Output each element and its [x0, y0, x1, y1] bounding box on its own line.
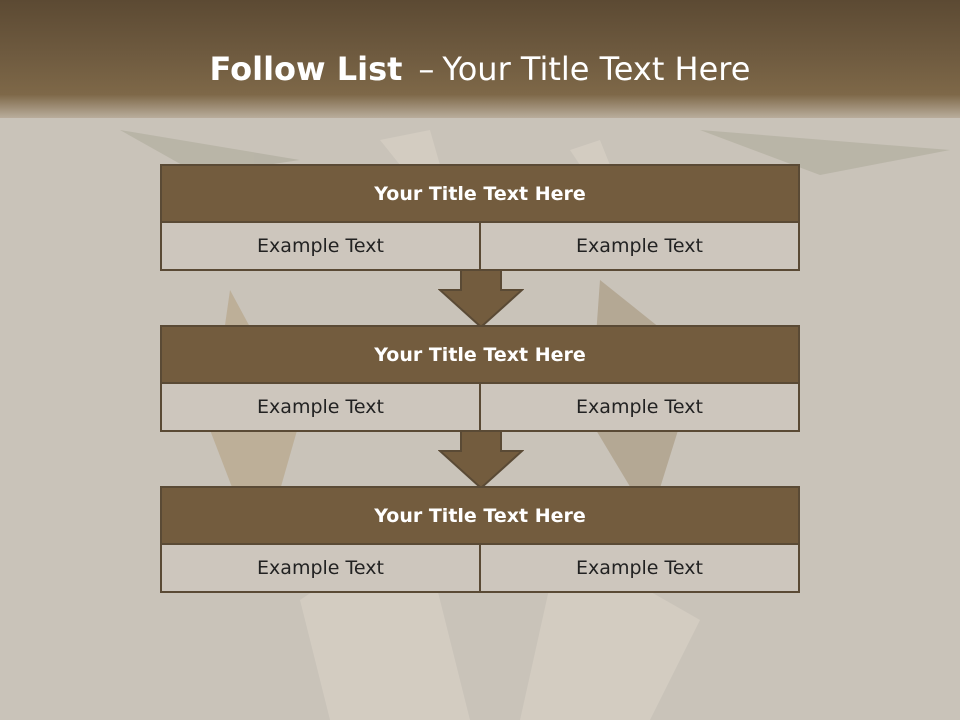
block-row: Example Text Example Text [162, 223, 798, 269]
block-cell-left: Example Text [162, 384, 479, 430]
follow-block-1: Your Title Text Here Example Text Exampl… [160, 164, 800, 271]
follow-block-2: Your Title Text Here Example Text Exampl… [160, 325, 800, 432]
slide-title-text: Your Title Text Here [442, 50, 751, 88]
down-arrow-icon [438, 270, 524, 328]
hand-shape [380, 130, 440, 165]
block-title: Your Title Text Here [162, 166, 798, 223]
feather-shape [120, 130, 300, 175]
block-row: Example Text Example Text [162, 545, 798, 591]
block-cell-right: Example Text [479, 223, 798, 269]
feather-shape [700, 130, 950, 175]
slide-title-bold: Follow List [209, 50, 403, 88]
block-cell-right: Example Text [479, 384, 798, 430]
slide-title: Follow List–Your Title Text Here [0, 50, 960, 88]
block-cell-left: Example Text [162, 545, 479, 591]
slide-title-dash: – [418, 50, 435, 88]
block-title: Your Title Text Here [162, 327, 798, 384]
header-band [0, 0, 960, 118]
hand-shape [570, 140, 610, 165]
follow-block-3: Your Title Text Here Example Text Exampl… [160, 486, 800, 593]
block-title: Your Title Text Here [162, 488, 798, 545]
block-cell-left: Example Text [162, 223, 479, 269]
down-arrow-icon [438, 431, 524, 489]
block-row: Example Text Example Text [162, 384, 798, 430]
block-cell-right: Example Text [479, 545, 798, 591]
